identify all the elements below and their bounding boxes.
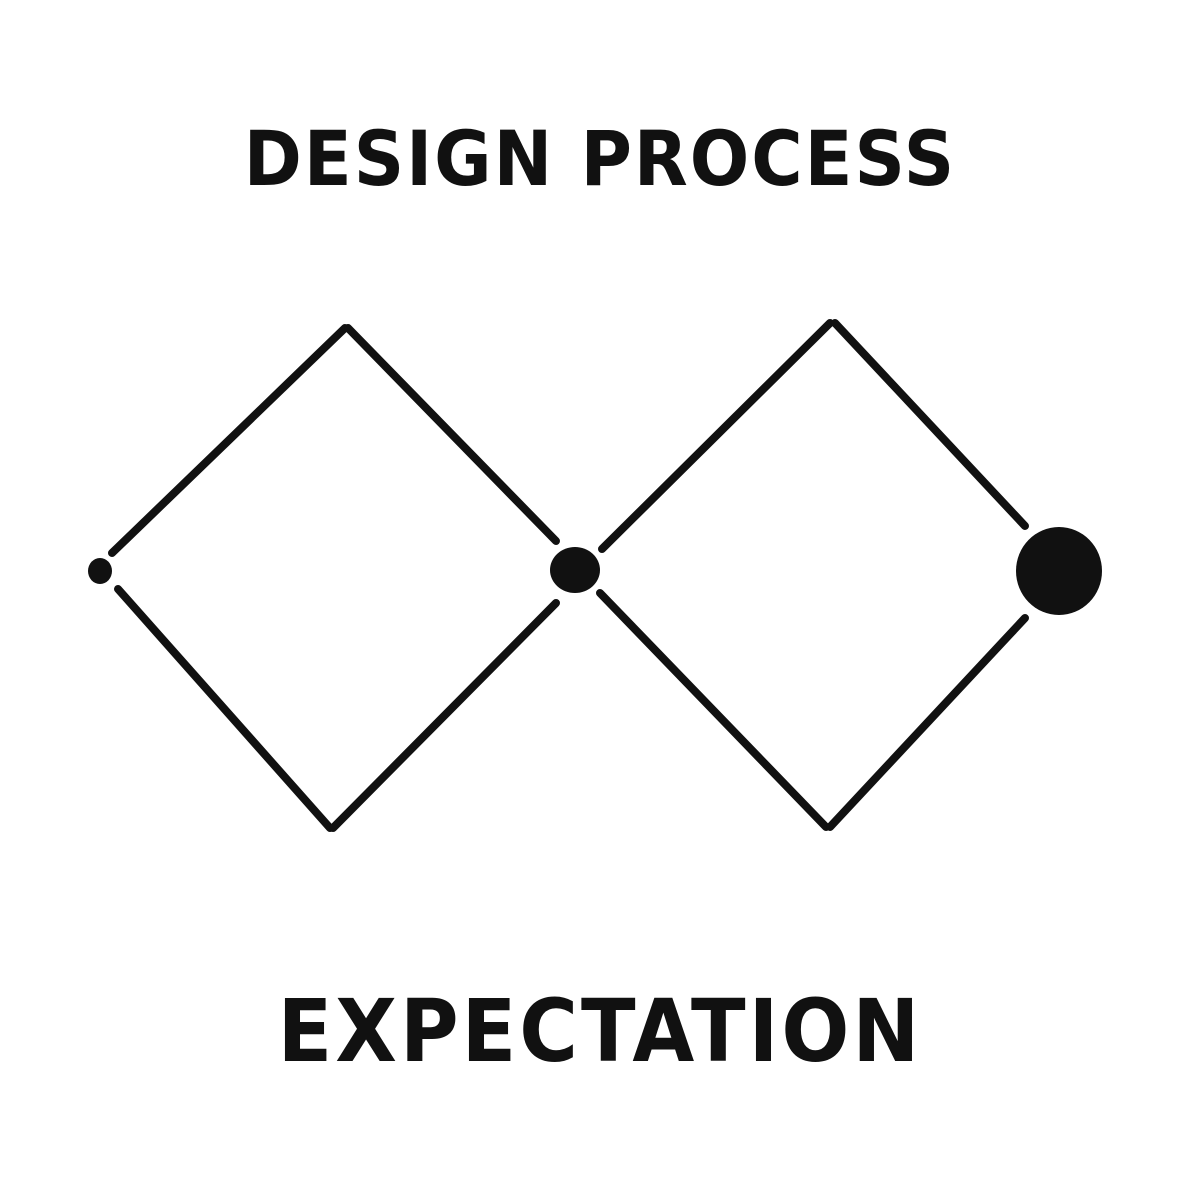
middle-node [550, 547, 600, 593]
right-diamond-lower-right-edge [826, 614, 1029, 831]
left-diamond-upper-left-edge [108, 324, 349, 557]
right-diamond [596, 319, 1029, 831]
right-diamond-lower-left-edge [596, 589, 830, 831]
left-diamond-upper-right-edge [344, 324, 560, 545]
right-diamond-upper-left-edge [598, 319, 834, 553]
right-diamond-upper-right-edge [831, 319, 1029, 530]
start-node [88, 558, 112, 584]
left-diamond-lower-right-edge [329, 599, 560, 832]
end-node [1016, 527, 1102, 615]
diagram-title: DESIGN PROCESS [243, 114, 957, 204]
left-diamond [108, 324, 560, 832]
diagram-caption: EXPECTATION [277, 981, 923, 1082]
left-diamond-lower-left-edge [114, 585, 334, 832]
